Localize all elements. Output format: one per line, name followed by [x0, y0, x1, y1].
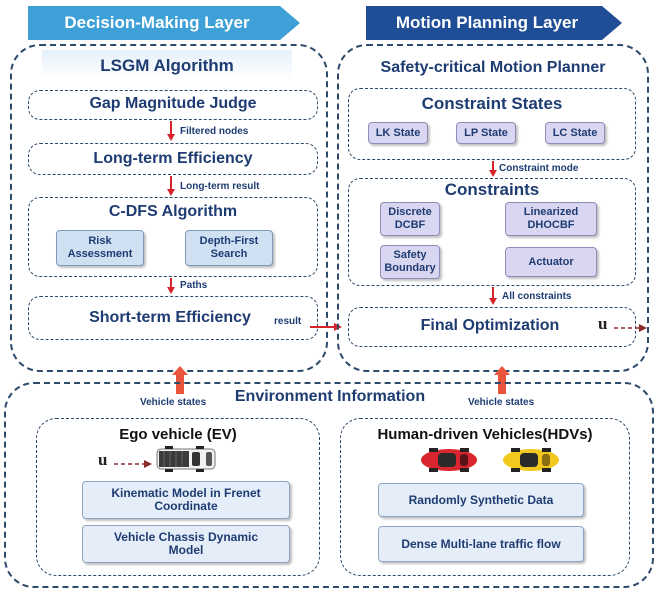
short-term-box [28, 296, 318, 340]
kinematic-line1: Kinematic Model in Frenet [111, 486, 261, 500]
cdfs-title: C-DFS Algorithm [108, 203, 238, 220]
arrow-paths-head [167, 287, 175, 294]
arrow-long-term-head [167, 189, 175, 196]
lc-state-chip: LC State [545, 122, 605, 144]
constraint-states-box [348, 88, 636, 160]
dhocbf-line2: DHOCBF [527, 219, 575, 231]
safety-line2: Boundary [384, 262, 436, 274]
yellow-car-icon [502, 447, 560, 473]
filtered-nodes-label: Filtered nodes [180, 126, 249, 137]
arrow-constraint-mode [492, 161, 494, 171]
output-u-arrow [614, 320, 648, 332]
vehicle-states-left-label: Vehicle states [140, 397, 207, 408]
arrow-filtered-head [167, 134, 175, 141]
arrow-paths [170, 278, 172, 288]
environment-title: Environment Information [190, 388, 470, 406]
dfs-line2: Search [210, 248, 248, 260]
dcbf-line2: DCBF [394, 219, 426, 231]
cdfs-box [28, 197, 318, 277]
red-car-icon [420, 447, 478, 473]
chassis-line1: Vehicle Chassis Dynamic [113, 530, 259, 544]
long-term-box [28, 143, 318, 175]
long-term-result-label: Long-term result [180, 181, 260, 192]
constraints-box [348, 178, 636, 286]
ego-u-label: u [98, 450, 108, 469]
hdv-title: Human-driven Vehicles(HDVs) [377, 426, 593, 443]
final-optimization-box [348, 307, 636, 347]
ego-u-arrow [114, 456, 154, 468]
dcbf-line1: Discrete [388, 206, 432, 218]
result-label: result [274, 316, 302, 327]
decision-layer-banner: Decision-Making Layer [28, 6, 300, 40]
dhocbf-line1: Linearized [523, 206, 579, 218]
planner-panel [337, 44, 649, 372]
dfs-line1: Depth-First [199, 235, 259, 247]
short-term-label: Short-term Efficiency [89, 309, 251, 326]
environment-panel [4, 382, 654, 588]
gap-judge-box [28, 90, 318, 120]
up-arrow-left [172, 366, 188, 394]
safety-line1: Safety [393, 249, 427, 261]
long-term-label: Long-term Efficiency [93, 150, 253, 167]
ego-truck-icon [156, 445, 216, 473]
constraint-states-title: Constraint States [421, 94, 563, 113]
synthetic-data-chip: Randomly Synthetic Data [378, 483, 584, 517]
paths-label: Paths [180, 280, 208, 291]
ego-vehicle-box [36, 418, 320, 576]
arrow-constraint-mode-head [489, 170, 497, 177]
all-constraints-label: All constraints [502, 291, 572, 302]
lp-state-chip: LP State [456, 122, 516, 144]
arrow-long-term [170, 176, 172, 190]
arrow-filtered [170, 121, 172, 135]
risk-line2: Assessment [67, 248, 133, 260]
arrow-all-constraints-head [489, 298, 497, 305]
hdv-box [340, 418, 630, 576]
decision-layer-label: Decision-Making Layer [64, 13, 250, 32]
motion-layer-banner: Motion Planning Layer [366, 6, 622, 40]
planner-title: Safety-critical Motion Planner [380, 59, 606, 76]
motion-layer-label: Motion Planning Layer [395, 13, 579, 32]
dense-traffic-chip: Dense Multi-lane traffic flow [378, 526, 584, 562]
final-optimization-label: Final Optimization [420, 317, 560, 334]
ego-vehicle-title: Ego vehicle (EV) [119, 426, 237, 443]
constraint-mode-label: Constraint mode [499, 163, 579, 174]
output-u-label: u [598, 314, 608, 333]
lk-state-chip: LK State [368, 122, 428, 144]
up-arrow-right [494, 366, 510, 394]
lsgm-title: LSGM Algorithm [100, 56, 234, 75]
vehicle-states-right-label: Vehicle states [468, 397, 535, 408]
chassis-line2: Model [168, 543, 204, 557]
gap-judge-label: Gap Magnitude Judge [89, 95, 257, 112]
constraints-title: Constraints [444, 180, 540, 199]
arrow-all-constraints [492, 287, 494, 299]
lsgm-title-bg [42, 50, 292, 80]
actuator-chip: Actuator [505, 247, 597, 277]
risk-line1: Risk [88, 235, 112, 247]
kinematic-line2: Coordinate [154, 499, 218, 513]
lsgm-panel [10, 44, 328, 372]
